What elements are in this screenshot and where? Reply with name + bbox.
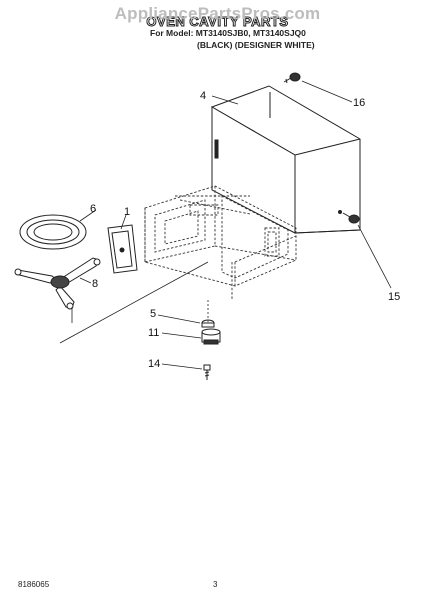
motor-screw <box>203 364 211 380</box>
callout-5: 5 <box>150 308 156 320</box>
outer-cabinet-wrapper <box>210 85 361 234</box>
model-numbers: For Model: MT3140SJB0, MT3140SJQ0 <box>150 28 306 38</box>
coupler <box>201 319 215 328</box>
callout-6: 6 <box>90 203 96 215</box>
callout-16: 16 <box>353 97 365 109</box>
callout-8: 8 <box>92 278 98 290</box>
leader-lines <box>59 80 392 370</box>
callout-11: 11 <box>148 327 159 339</box>
cabinet-screw-top <box>283 72 301 84</box>
callout-4: 4 <box>200 90 206 102</box>
turntable-glass-tray <box>19 214 87 250</box>
turntable-support <box>14 257 101 310</box>
waveguide-cover <box>107 224 138 274</box>
cabinet-screw-side <box>338 210 360 224</box>
callout-14: 14 <box>148 358 160 370</box>
callout-1: 1 <box>124 206 130 218</box>
model-colors: (BLACK) (DESIGNER WHITE) <box>197 40 315 50</box>
watermark: AppliancePartsPros.com <box>114 4 321 23</box>
page-title: OVEN CAVITY PARTS <box>146 14 289 30</box>
document-number: 8186065 <box>18 580 50 589</box>
callout-15: 15 <box>388 291 400 303</box>
page-number: 3 <box>213 580 218 589</box>
oven-cavity <box>144 185 297 300</box>
turntable-motor <box>201 328 221 345</box>
